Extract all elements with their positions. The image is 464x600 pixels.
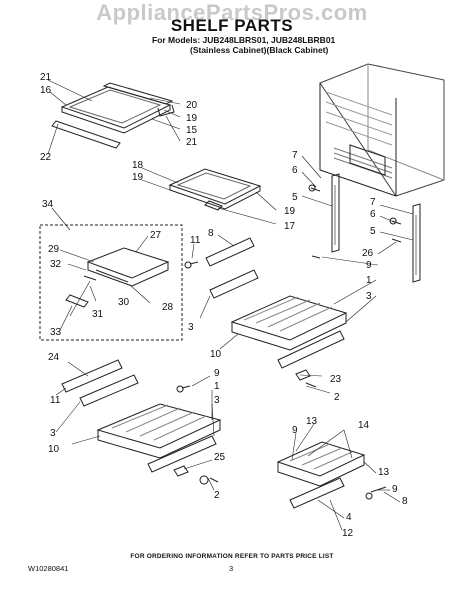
page-title: SHELF PARTS: [170, 16, 294, 35]
watermark: AppliancePartsPros.com: [96, 0, 368, 25]
model-numbers: For Models: JUB248LBRS01, JUB248LBRB01: [152, 35, 336, 45]
top-glass-shelf: [51, 82, 175, 149]
callout-22: 22: [40, 152, 52, 163]
callout-30: 30: [118, 297, 130, 308]
callout-9: 9: [214, 368, 220, 379]
callout-5: 5: [370, 226, 376, 237]
wire-basket-lower: [96, 403, 222, 477]
callout-7: 7: [370, 197, 376, 208]
callout-32: 32: [50, 259, 62, 270]
callout-12: 12: [342, 528, 354, 539]
callout-28: 28: [162, 302, 174, 313]
callout-3: 3: [214, 395, 220, 406]
crisper-drawer-assembly: [65, 247, 170, 308]
callout-29: 29: [48, 244, 60, 255]
callout-19: 19: [186, 113, 198, 124]
callout-3: 3: [50, 428, 56, 439]
callout-2: 2: [334, 392, 340, 403]
callout-5: 5: [292, 192, 298, 203]
callout-21: 21: [40, 72, 52, 83]
leader-lines: [47, 79, 414, 531]
callout-3: 3: [188, 322, 194, 333]
callout-33: 33: [50, 327, 62, 338]
callout-6: 6: [292, 165, 298, 176]
vertical-rail-left: [331, 173, 340, 253]
callout-21: 21: [186, 137, 198, 148]
callout-11: 11: [50, 395, 61, 406]
callout-10: 10: [210, 349, 222, 360]
pull-out-basket: [276, 441, 366, 509]
callout-14: 14: [358, 420, 370, 431]
callout-26: 26: [362, 248, 374, 259]
callout-9: 9: [292, 425, 298, 436]
page-number: 3: [229, 564, 234, 573]
callout-15: 15: [186, 125, 198, 136]
callout-1: 1: [366, 275, 372, 286]
callout-31: 31: [92, 309, 104, 320]
slide-rail-lower: [61, 359, 139, 407]
callout-17: 17: [284, 221, 296, 232]
callout-9: 9: [392, 484, 398, 495]
callout-13: 13: [306, 416, 318, 427]
refrigerator-cabinet: [319, 63, 445, 197]
wire-basket-upper: [230, 295, 348, 381]
callout-10: 10: [48, 444, 60, 455]
callout-3: 3: [366, 291, 372, 302]
callout-34: 34: [42, 199, 54, 210]
callout-18: 18: [132, 160, 144, 171]
ordering-info-note: FOR ORDERING INFORMATION REFER TO PARTS …: [130, 553, 334, 560]
callout-16: 16: [40, 85, 52, 96]
callout-23: 23: [330, 374, 342, 385]
callout-6: 6: [370, 209, 376, 220]
slide-rail-upper: [205, 237, 259, 299]
callout-19: 19: [132, 172, 144, 183]
vertical-rail-right: [412, 203, 421, 283]
callout-4: 4: [346, 512, 352, 523]
callout-8: 8: [208, 228, 214, 239]
document-number: W10280841: [28, 564, 69, 573]
callout-20: 20: [186, 100, 198, 111]
middle-glass-shelf: [168, 168, 262, 211]
callout-27: 27: [150, 230, 162, 241]
callout-2: 2: [214, 490, 220, 501]
callout-8: 8: [402, 496, 408, 507]
crisper-group-box: [39, 224, 183, 341]
callout-13: 13: [378, 467, 390, 478]
callout-9: 9: [366, 260, 372, 271]
cabinet-variants: (Stainless Cabinet)(Black Cabinet): [190, 45, 329, 55]
screw-fasteners: [176, 184, 402, 500]
callout-24: 24: [48, 352, 60, 363]
callout-1: 1: [214, 381, 220, 392]
callout-25: 25: [214, 452, 226, 463]
callout-7: 7: [292, 150, 298, 161]
callout-11: 11: [190, 235, 201, 246]
callout-19: 19: [284, 206, 296, 217]
